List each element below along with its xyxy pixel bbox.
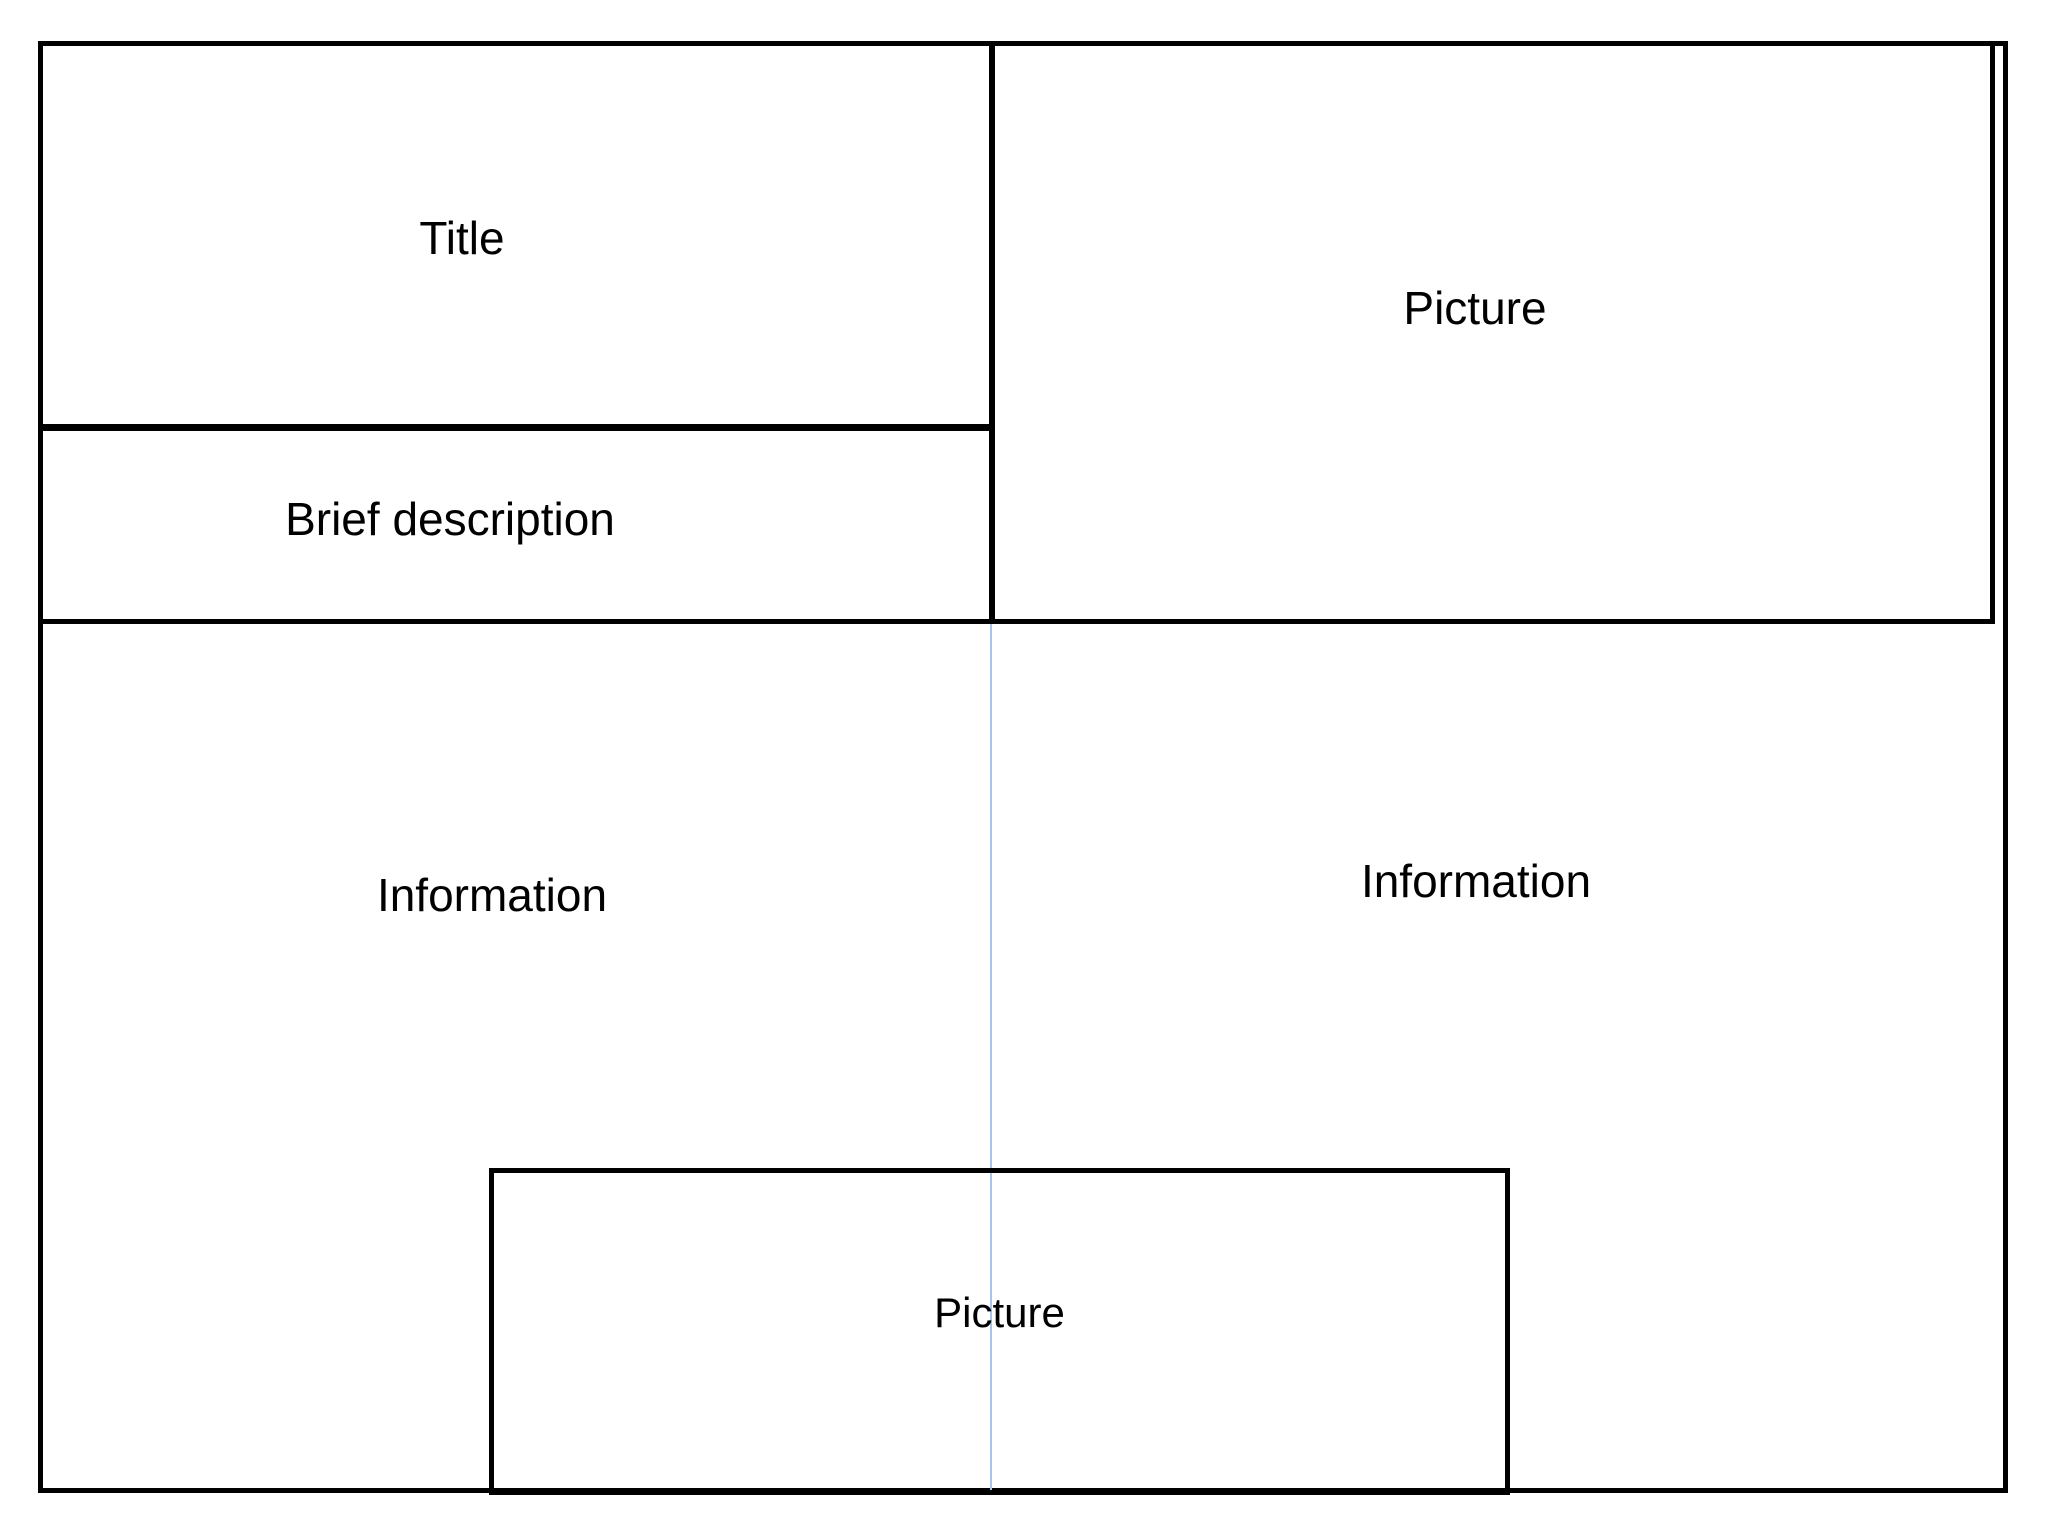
picture-placeholder-box-top-right[interactable] xyxy=(990,41,1995,624)
vertical-center-guide-lower[interactable] xyxy=(990,620,992,1493)
picture-placeholder-label-bottom-center: Picture xyxy=(934,1289,1065,1336)
information-placeholder-label-right: Information xyxy=(1360,855,1592,907)
picture-placeholder-label-top-right: Picture xyxy=(1403,282,1547,334)
title-placeholder-label: Title xyxy=(419,212,505,264)
slide-outer-frame xyxy=(38,41,2008,1493)
information-placeholder-label-left: Information xyxy=(376,869,608,921)
brief-description-placeholder-label: Brief description xyxy=(285,493,615,545)
picture-placeholder-box-bottom-center[interactable] xyxy=(489,1168,1510,1495)
